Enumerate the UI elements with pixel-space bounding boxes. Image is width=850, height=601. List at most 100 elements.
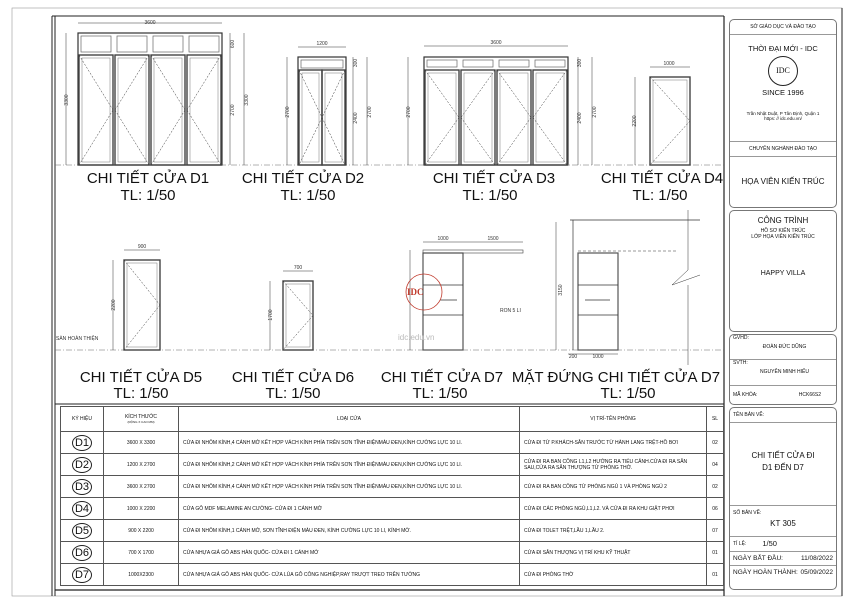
school-info-block: SỞ GIÁO DỤC VÀ ĐÀO TẠO THỜI ĐẠI MỚI - ID… xyxy=(729,19,837,208)
project-sub2: LỚP HỌA VIÊN KIẾN TRÚC xyxy=(751,234,815,240)
cell-location: CỬA ĐI RA BAN CÔNG L1,L2 HƯỚNG RA TIỂU C… xyxy=(519,453,707,476)
cell-size: 3600 X 3300 xyxy=(103,431,179,454)
cell-size: 1000 X 2200 xyxy=(103,497,179,520)
glass-panel xyxy=(463,72,493,163)
swing-line xyxy=(150,109,186,166)
swing-line xyxy=(186,54,222,111)
glass-panel xyxy=(81,57,111,163)
svth-label: SVTH: xyxy=(733,360,748,366)
dim-d7e-offset: 200 xyxy=(569,354,578,360)
dim-d4-width: 1000 xyxy=(663,61,674,67)
swing-line xyxy=(496,69,532,118)
project-label: CÔNG TRÌNH xyxy=(757,216,809,225)
project-name: HAPPY VILLA xyxy=(760,270,806,277)
swing-line xyxy=(186,109,222,166)
dim-d3-width: 3600 xyxy=(490,40,501,46)
dim-d2-transom: 300 xyxy=(353,59,359,68)
cell-type: CỬA ĐI NHÔM KÍNH,1 CÁNH MỞ, SƠN TĨNH ĐIỆ… xyxy=(178,519,520,542)
cell-qty: 07 xyxy=(706,519,724,542)
dim-d1-height: 3300 xyxy=(64,94,70,105)
cell-qty: 01 xyxy=(706,541,724,564)
glass-panel xyxy=(499,72,529,163)
cell-location: CỬA ĐI RA BAN CÔNG TỪ PHÒNG NGỦ 1 VÀ PHÒ… xyxy=(519,475,707,498)
caption-d1: CHI TIẾT CỬA D1 xyxy=(87,169,209,187)
watermark-text: idc.edu.vn xyxy=(398,333,434,342)
sheet-number-row: SỐ BẢN VẼ: KT 305 xyxy=(730,506,836,537)
door-leaf xyxy=(78,54,114,166)
header-location: VỊ TRÍ-TÊN PHÒNG xyxy=(519,406,707,432)
gvhd-name: ĐOÀN ĐỨC DŨNG xyxy=(762,344,807,350)
gasket-note: RON 5 LI xyxy=(500,308,521,314)
door-symbol: D4 xyxy=(71,500,93,517)
swing-line xyxy=(321,117,346,166)
break-line xyxy=(671,274,701,286)
svth-row: SVTH: NGUYỄN MINH HIẾU xyxy=(730,360,836,386)
dim-d1-transom: 600 xyxy=(230,40,236,49)
dim-d7e-width: 1000 xyxy=(592,354,603,360)
scale-d1: TL: 1/50 xyxy=(120,187,175,204)
swing-line xyxy=(114,54,150,111)
cell-size: 3600 X 2700 xyxy=(103,475,179,498)
door-leaf xyxy=(123,259,161,351)
header-symbol: KÝ HIỆU xyxy=(60,406,104,432)
dim-d7-rail-width: 1500 xyxy=(487,236,498,242)
swing-line xyxy=(282,280,314,316)
transom-glass xyxy=(80,35,112,53)
swing-line xyxy=(321,69,346,118)
finished-floor-note: SÀN HOÀN THIỆN xyxy=(56,334,99,342)
cell-qty: 02 xyxy=(706,475,724,498)
dim-d1-total: 3300 xyxy=(244,94,250,105)
glass-panel xyxy=(153,57,183,163)
dim-d3-height: 2700 xyxy=(406,106,412,117)
caption-d4: CHI TIẾT CỬA D4 xyxy=(601,169,723,187)
dim-d2-leaf: 2400 xyxy=(353,112,359,123)
door-frame xyxy=(423,56,569,166)
idc-logo: IDC xyxy=(768,56,798,86)
swing-line xyxy=(298,69,323,118)
dim-d2-width: 1200 xyxy=(316,41,327,47)
dim-d2-height: 2700 xyxy=(285,106,291,117)
glass-panel xyxy=(117,57,147,163)
website: https: // idc.edu.vn/ xyxy=(764,116,802,121)
header-size: KÍCH THƯỚC(RỘNG X CAO MM) xyxy=(103,406,179,432)
glass-panel xyxy=(126,262,158,348)
dim-d3-transom: 300 xyxy=(577,59,583,68)
cell-location: CỬA ĐI CÁC PHÒNG NGỦ,L1,L2. VÀ CỬA ĐI RA… xyxy=(519,497,707,520)
swing-line xyxy=(532,117,568,166)
svth-name: NGUYỄN MINH HIẾU xyxy=(760,369,809,375)
cell-symbol: D3 xyxy=(60,475,104,498)
swing-line xyxy=(460,69,496,118)
dim-d2-total: 2700 xyxy=(367,106,373,117)
cell-symbol: D2 xyxy=(60,453,104,476)
major: HỌA VIÊN KIẾN TRÚC xyxy=(741,177,825,186)
drawing-name-label: TÊN BẢN VẼ: xyxy=(730,408,836,423)
course-code: HCK66S2 xyxy=(798,392,821,398)
door-leaf xyxy=(532,69,568,166)
scale-d3: TL: 1/50 xyxy=(462,187,517,204)
header-size-sub: (RỘNG X CAO MM) xyxy=(127,420,155,424)
sheet-label: SỐ BẢN VẼ: xyxy=(730,506,836,516)
start-date-label: NGÀY BẮT ĐẦU: xyxy=(733,555,783,562)
caption-d5: CHI TIẾT CỬA D5 xyxy=(80,368,202,386)
cell-qty: 06 xyxy=(706,497,724,520)
swing-line xyxy=(649,76,691,122)
drawing-name-line2: D1 ĐẾN D7 xyxy=(762,463,804,472)
glass-panel xyxy=(189,57,219,163)
door-leaf xyxy=(424,69,460,166)
drawing-name: CHI TIẾT CỬA ĐI D1 ĐẾN D7 xyxy=(730,423,836,506)
break-line xyxy=(671,269,689,286)
door-leaf xyxy=(282,280,314,351)
door-symbol: D7 xyxy=(71,566,93,583)
caption-d3: CHI TIẾT CỬA D3 xyxy=(433,169,555,187)
swing-line xyxy=(460,117,496,166)
project-block: CÔNG TRÌNH HỒ SƠ KIẾN TRÚC LỚP HỌA VIÊN … xyxy=(729,210,837,332)
since-year: SINCE 1996 xyxy=(762,88,804,97)
cell-qty: 04 xyxy=(706,453,724,476)
cell-type: CỬA NHỰA GIẢ GỖ ABS HÀN QUỐC- CỬA LÙA GỖ… xyxy=(178,563,520,586)
cell-qty: 02 xyxy=(706,431,724,454)
scale-d2: TL: 1/50 xyxy=(280,187,335,204)
